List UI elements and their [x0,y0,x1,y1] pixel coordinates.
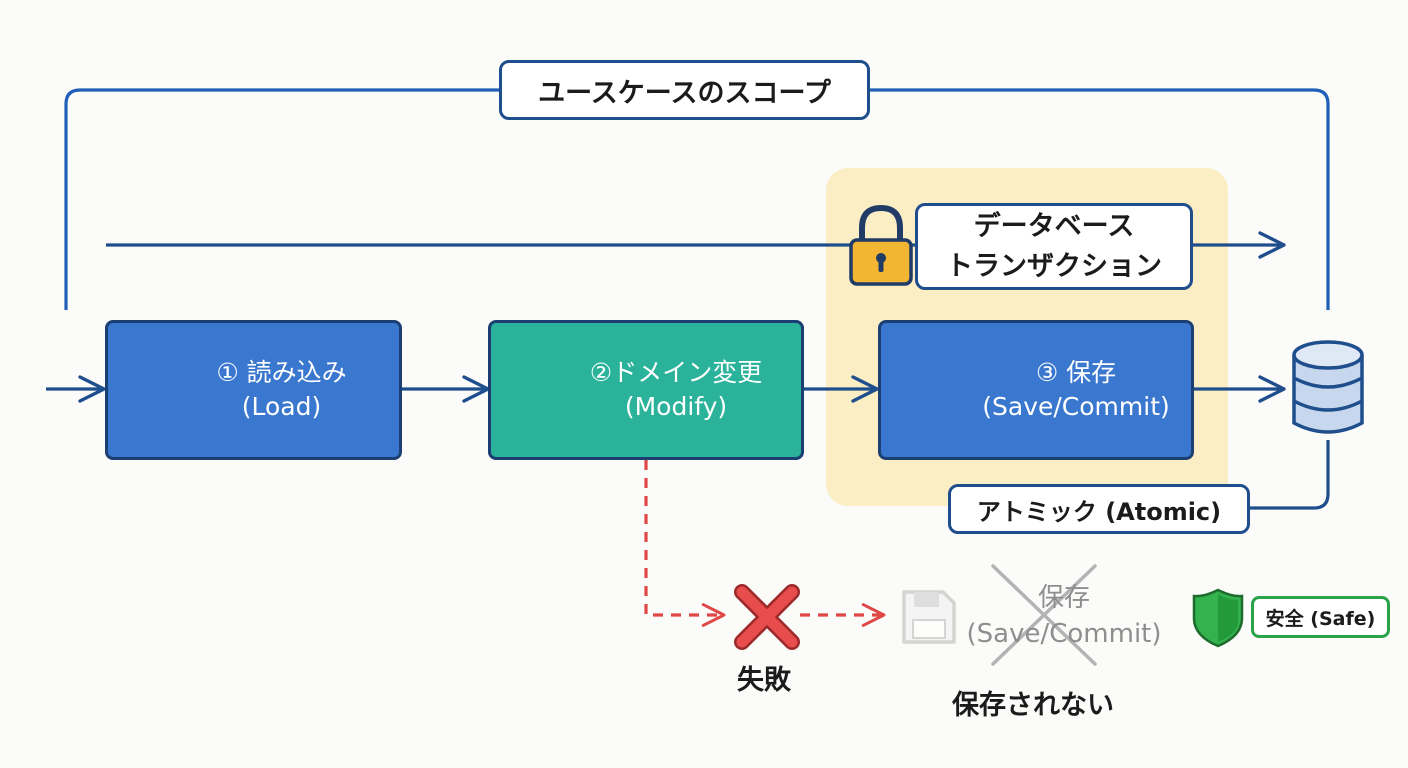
shield-icon [1192,588,1244,648]
step-modify-subtitle: (Modify) [624,392,728,421]
step-save-title: ③ 保存 [1035,358,1117,387]
transaction-line2: トランザクション [946,250,1162,282]
atomic-connector [1250,440,1330,510]
transaction-line1: データベース [973,210,1135,242]
failure-dashed-path [644,460,726,627]
scope-title-label: ユースケースのスコープ [499,60,870,120]
fail-cross-icon [734,584,800,650]
step-load: ① 読み込み (Load) [105,320,402,460]
safe-label: 安全 (Safe) [1251,596,1390,638]
step-load-title: ① 読み込み [216,358,347,387]
step-save: ③ 保存 (Save/Commit) [878,320,1194,460]
scope-title: ユースケースのスコープ [538,77,831,109]
disabled-floppy-icon [902,590,956,644]
lock-icon [849,204,913,286]
atomic-text: アトミック (Atomic) [976,497,1222,526]
step-save-subtitle: (Save/Commit) [982,392,1170,421]
safe-text: 安全 (Safe) [1265,607,1376,630]
atomic-label: アトミック (Atomic) [948,484,1250,534]
step-modify: ②ドメイン変更 (Modify) [488,320,804,460]
step-modify-title: ②ドメイン変更 [589,358,763,387]
skipped-save-label: 保存 (Save/Commit) [944,580,1184,652]
skip-cross-mark [991,564,1097,666]
not-saved-label: 保存されない [952,690,1114,721]
skipped-save-subtitle: (Save/Commit) [966,619,1162,649]
scope-bracket [64,88,1330,310]
skipped-save-title: 保存 [1037,583,1090,613]
transaction-label: データベース トランザクション [915,203,1193,290]
database-icon [1292,340,1364,434]
fail-label: 失敗 [737,665,791,696]
step-load-subtitle: (Load) [241,392,322,421]
